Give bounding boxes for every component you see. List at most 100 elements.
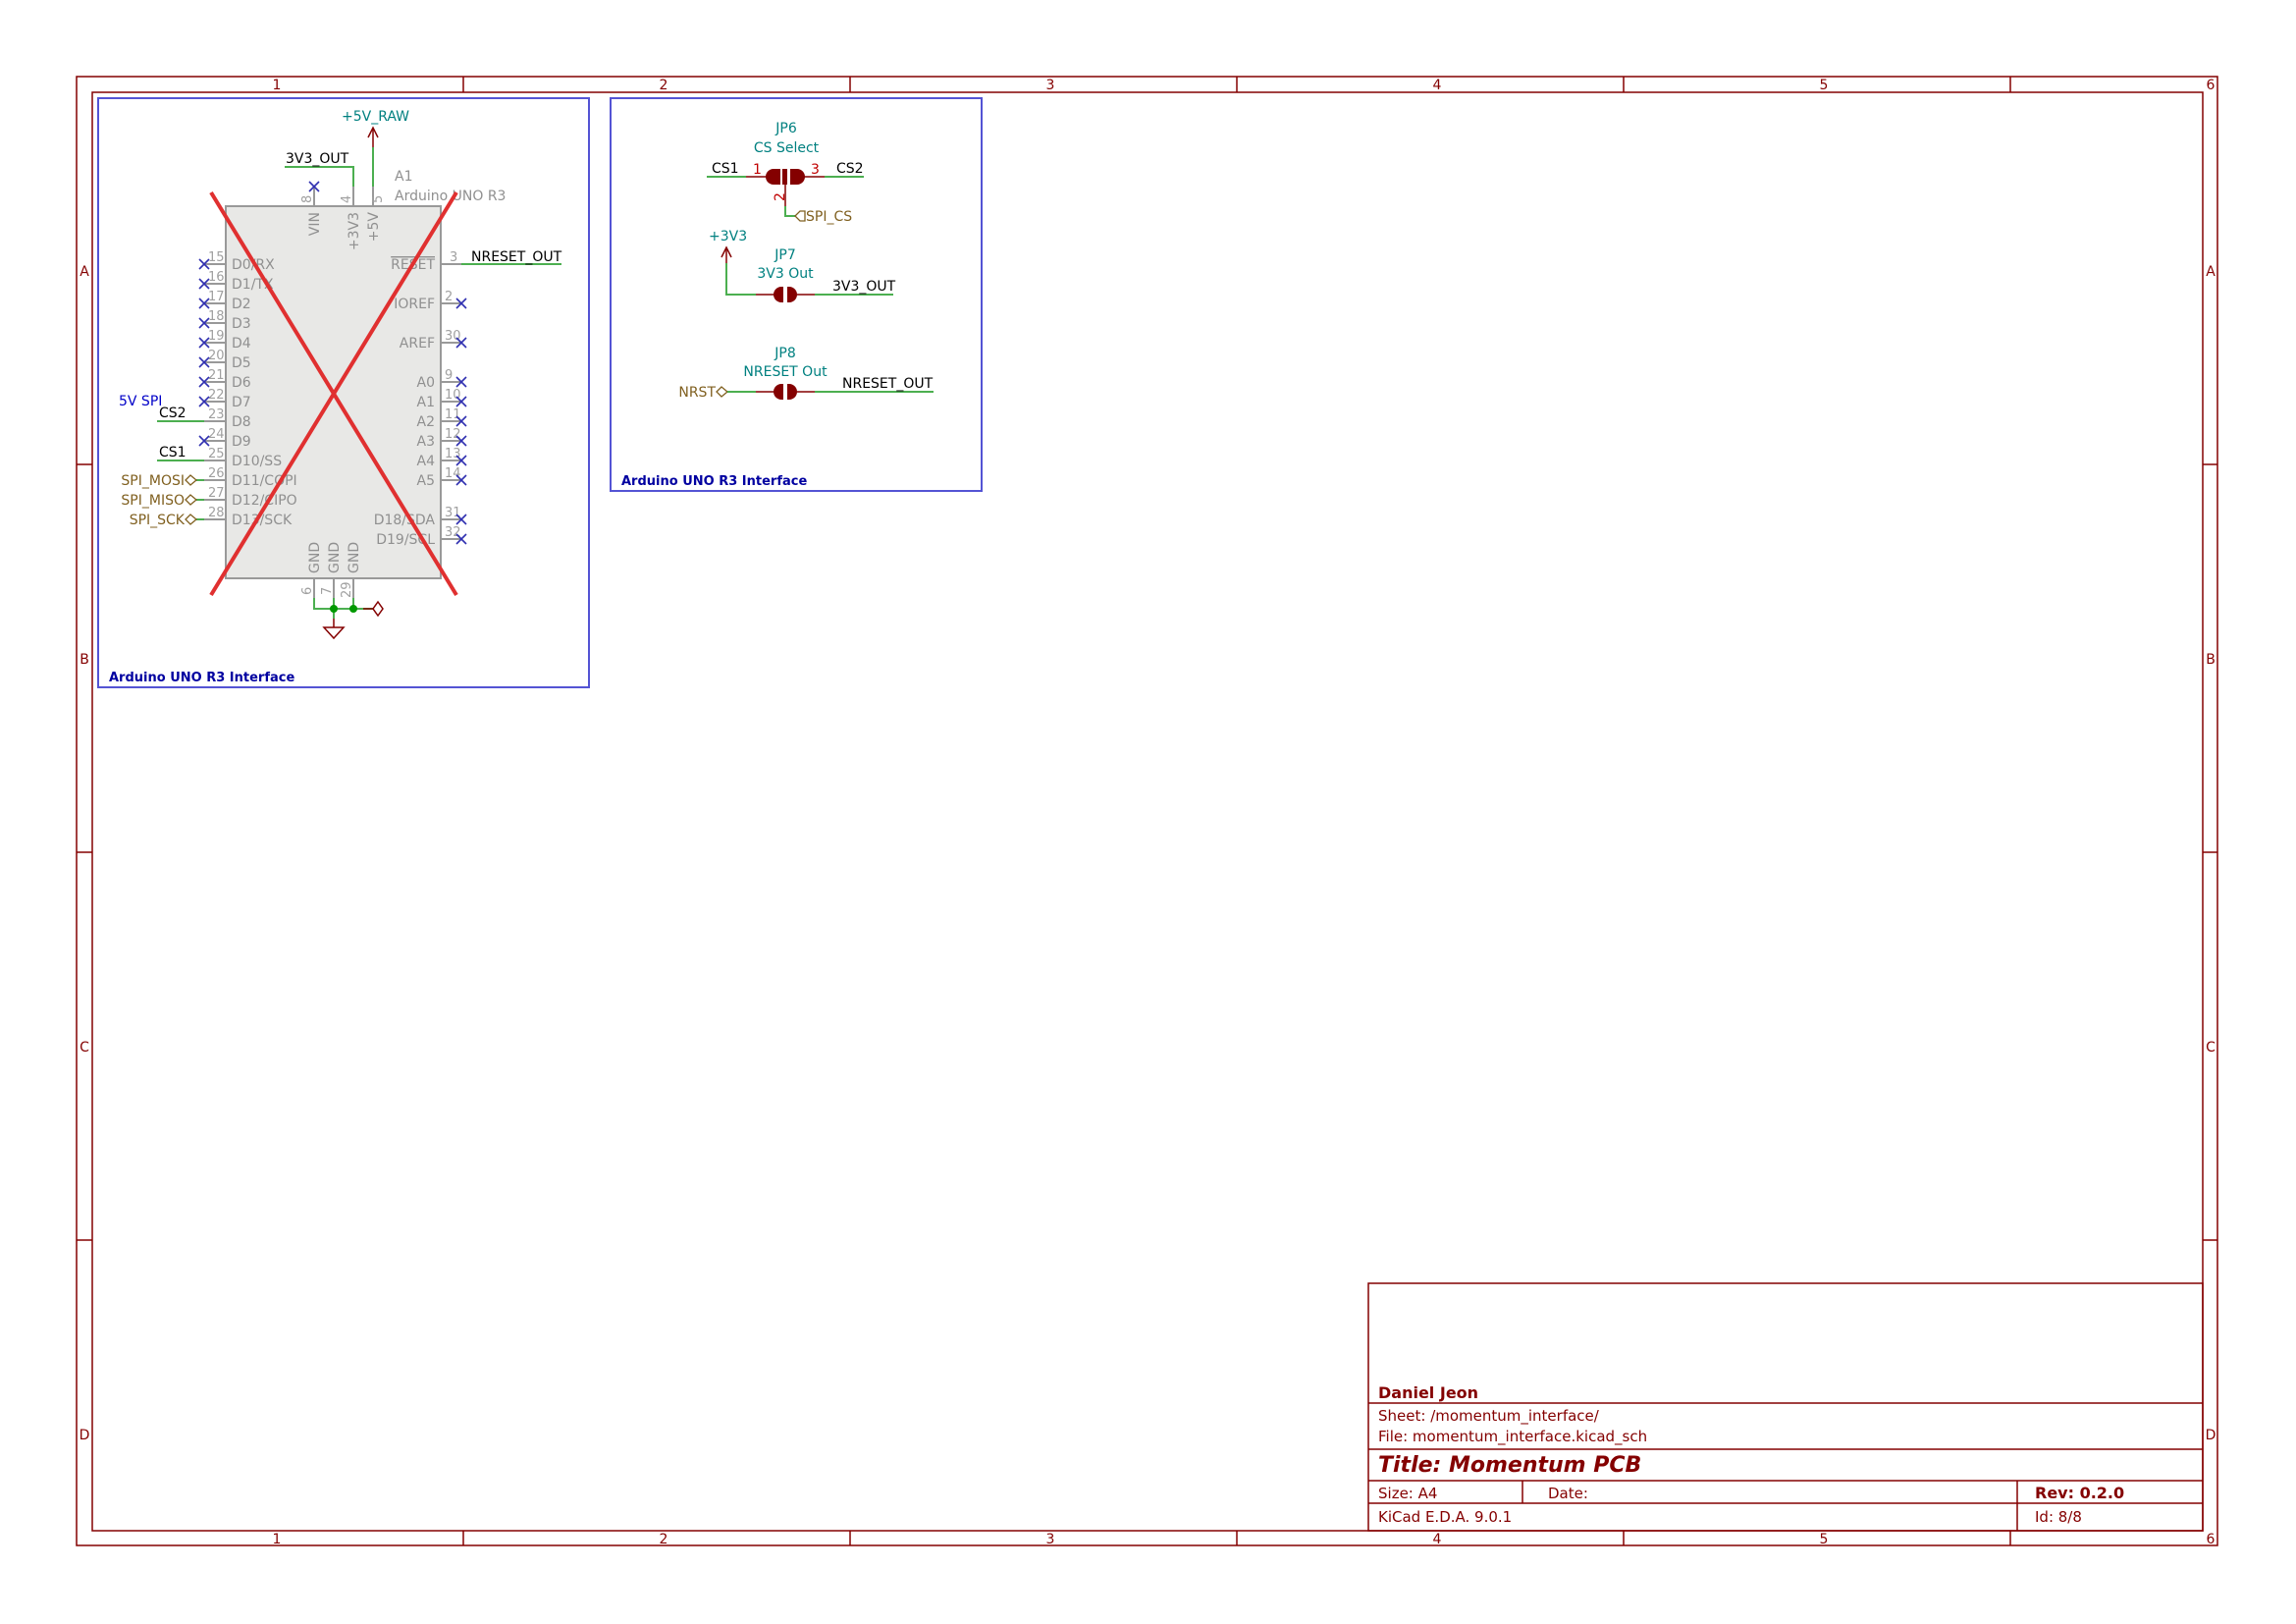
svg-text:12: 12 bbox=[445, 427, 461, 442]
svg-text:22: 22 bbox=[208, 388, 225, 403]
no-connect-icon bbox=[455, 514, 467, 525]
svg-text:GND: GND bbox=[327, 542, 343, 573]
svg-text:3V3_OUT: 3V3_OUT bbox=[286, 151, 349, 167]
net-3v3-out[interactable]: 3V3_OUT bbox=[285, 151, 354, 187]
pin-a3[interactable]: A3 12 bbox=[417, 427, 467, 450]
no-connect-icon bbox=[455, 533, 467, 545]
jumper-jp8[interactable]: NRST JP8 NRESET Out NRESET_OUT bbox=[678, 346, 934, 401]
ground-net[interactable] bbox=[313, 598, 384, 640]
svg-text:25: 25 bbox=[208, 447, 225, 461]
no-connect-icon bbox=[198, 396, 210, 407]
pin-a2[interactable]: A2 11 bbox=[417, 407, 467, 430]
sheet-arduino[interactable]: Arduino UNO R3 Interface A1 Arduino UNO … bbox=[97, 97, 590, 688]
svg-text:D3: D3 bbox=[232, 316, 251, 332]
svg-text:11: 11 bbox=[445, 407, 461, 422]
svg-text:4: 4 bbox=[1433, 78, 1442, 93]
ground-icon bbox=[322, 626, 346, 640]
pin-d3[interactable]: 18 D3 bbox=[198, 309, 251, 332]
svg-text:5: 5 bbox=[1820, 78, 1829, 93]
svg-text:5: 5 bbox=[371, 195, 386, 203]
svg-text:+3V3: +3V3 bbox=[347, 212, 362, 250]
svg-text:NRST: NRST bbox=[678, 385, 716, 401]
company-name: Daniel Jeon bbox=[1378, 1383, 1478, 1402]
svg-text:32: 32 bbox=[445, 525, 461, 540]
svg-text:SPI_SCK: SPI_SCK bbox=[130, 513, 186, 528]
svg-text:D: D bbox=[80, 1428, 90, 1443]
net-cs2[interactable]: CS2 bbox=[157, 406, 204, 422]
sheet-name-label: Arduino UNO R3 Interface bbox=[109, 671, 294, 685]
svg-text:A: A bbox=[2206, 264, 2216, 280]
svg-text:D13/SCK: D13/SCK bbox=[232, 513, 293, 528]
power-5v-raw[interactable]: +5V_RAW bbox=[342, 109, 409, 187]
svg-text:CS2: CS2 bbox=[836, 161, 864, 177]
svg-text:D2: D2 bbox=[232, 297, 251, 312]
no-connect-icon bbox=[455, 415, 467, 427]
svg-text:3: 3 bbox=[1046, 78, 1055, 93]
no-connect-icon bbox=[198, 356, 210, 368]
svg-text:18: 18 bbox=[208, 309, 225, 324]
svg-text:A3: A3 bbox=[417, 434, 435, 450]
svg-text:IOREF: IOREF bbox=[394, 297, 435, 312]
svg-text:5: 5 bbox=[1820, 1532, 1829, 1547]
svg-text:9: 9 bbox=[445, 368, 453, 383]
svg-text:D10/SS: D10/SS bbox=[232, 454, 282, 469]
svg-text:D11/COPI: D11/COPI bbox=[232, 473, 297, 489]
global-label-spi-sck[interactable]: SPI_SCK bbox=[130, 513, 204, 528]
no-connect-icon bbox=[198, 258, 210, 270]
svg-text:A0: A0 bbox=[417, 375, 435, 391]
date-text: Date: bbox=[1548, 1485, 1588, 1502]
svg-text:23: 23 bbox=[208, 407, 225, 422]
svg-text:C: C bbox=[80, 1040, 89, 1056]
svg-text:2: 2 bbox=[660, 1532, 668, 1547]
svg-text:CS2: CS2 bbox=[159, 406, 187, 421]
svg-text:1: 1 bbox=[273, 1532, 282, 1547]
no-connect-icon bbox=[455, 376, 467, 388]
svg-text:JP6: JP6 bbox=[774, 121, 797, 136]
column-labels-bottom: 1 2 3 4 5 6 bbox=[273, 1532, 2216, 1547]
arduino-symbol[interactable]: A1 Arduino UNO R3 8 4 5 VIN +3V3 +5V 15D… bbox=[198, 169, 506, 598]
svg-text:D: D bbox=[2206, 1428, 2216, 1443]
jumper-jp7[interactable]: +3V3 JP7 3V3 Out 3V3_OUT bbox=[709, 229, 896, 302]
svg-text:20: 20 bbox=[208, 349, 225, 363]
sheet-name-label: Arduino UNO R3 Interface bbox=[621, 474, 807, 489]
svg-text:CS1: CS1 bbox=[159, 445, 187, 460]
pin-a0[interactable]: A0 9 bbox=[417, 368, 467, 391]
svg-text:A2: A2 bbox=[417, 414, 435, 430]
svg-text:JP7: JP7 bbox=[774, 247, 795, 263]
sheet-jumpers[interactable]: Arduino UNO R3 Interface JP6 CS Select C… bbox=[610, 97, 983, 492]
svg-text:C: C bbox=[2206, 1040, 2216, 1056]
svg-text:3V3_OUT: 3V3_OUT bbox=[832, 279, 896, 295]
title-block: Daniel Jeon Sheet: /momentum_interface/ … bbox=[1367, 1282, 2204, 1532]
svg-text:1: 1 bbox=[273, 78, 282, 93]
net-cs1[interactable]: CS1 bbox=[157, 445, 204, 461]
svg-text:13: 13 bbox=[445, 447, 461, 461]
net-nreset-out[interactable]: 3 NRESET_OUT bbox=[441, 249, 562, 265]
revision-text: Rev: 0.2.0 bbox=[2035, 1484, 2124, 1502]
svg-text:8: 8 bbox=[300, 195, 315, 203]
svg-text:17: 17 bbox=[208, 290, 225, 304]
svg-text:JP8: JP8 bbox=[774, 346, 795, 361]
svg-text:14: 14 bbox=[445, 466, 461, 481]
jumper-jp6[interactable]: JP6 CS Select CS1 CS2 1 3 2 SPI_CS bbox=[707, 121, 864, 225]
global-label-spi-mosi[interactable]: SPI_MOSI bbox=[121, 473, 204, 489]
no-connect-icon bbox=[455, 455, 467, 466]
global-label-spi-miso[interactable]: SPI_MISO bbox=[121, 493, 204, 509]
svg-text:CS Select: CS Select bbox=[754, 140, 820, 156]
